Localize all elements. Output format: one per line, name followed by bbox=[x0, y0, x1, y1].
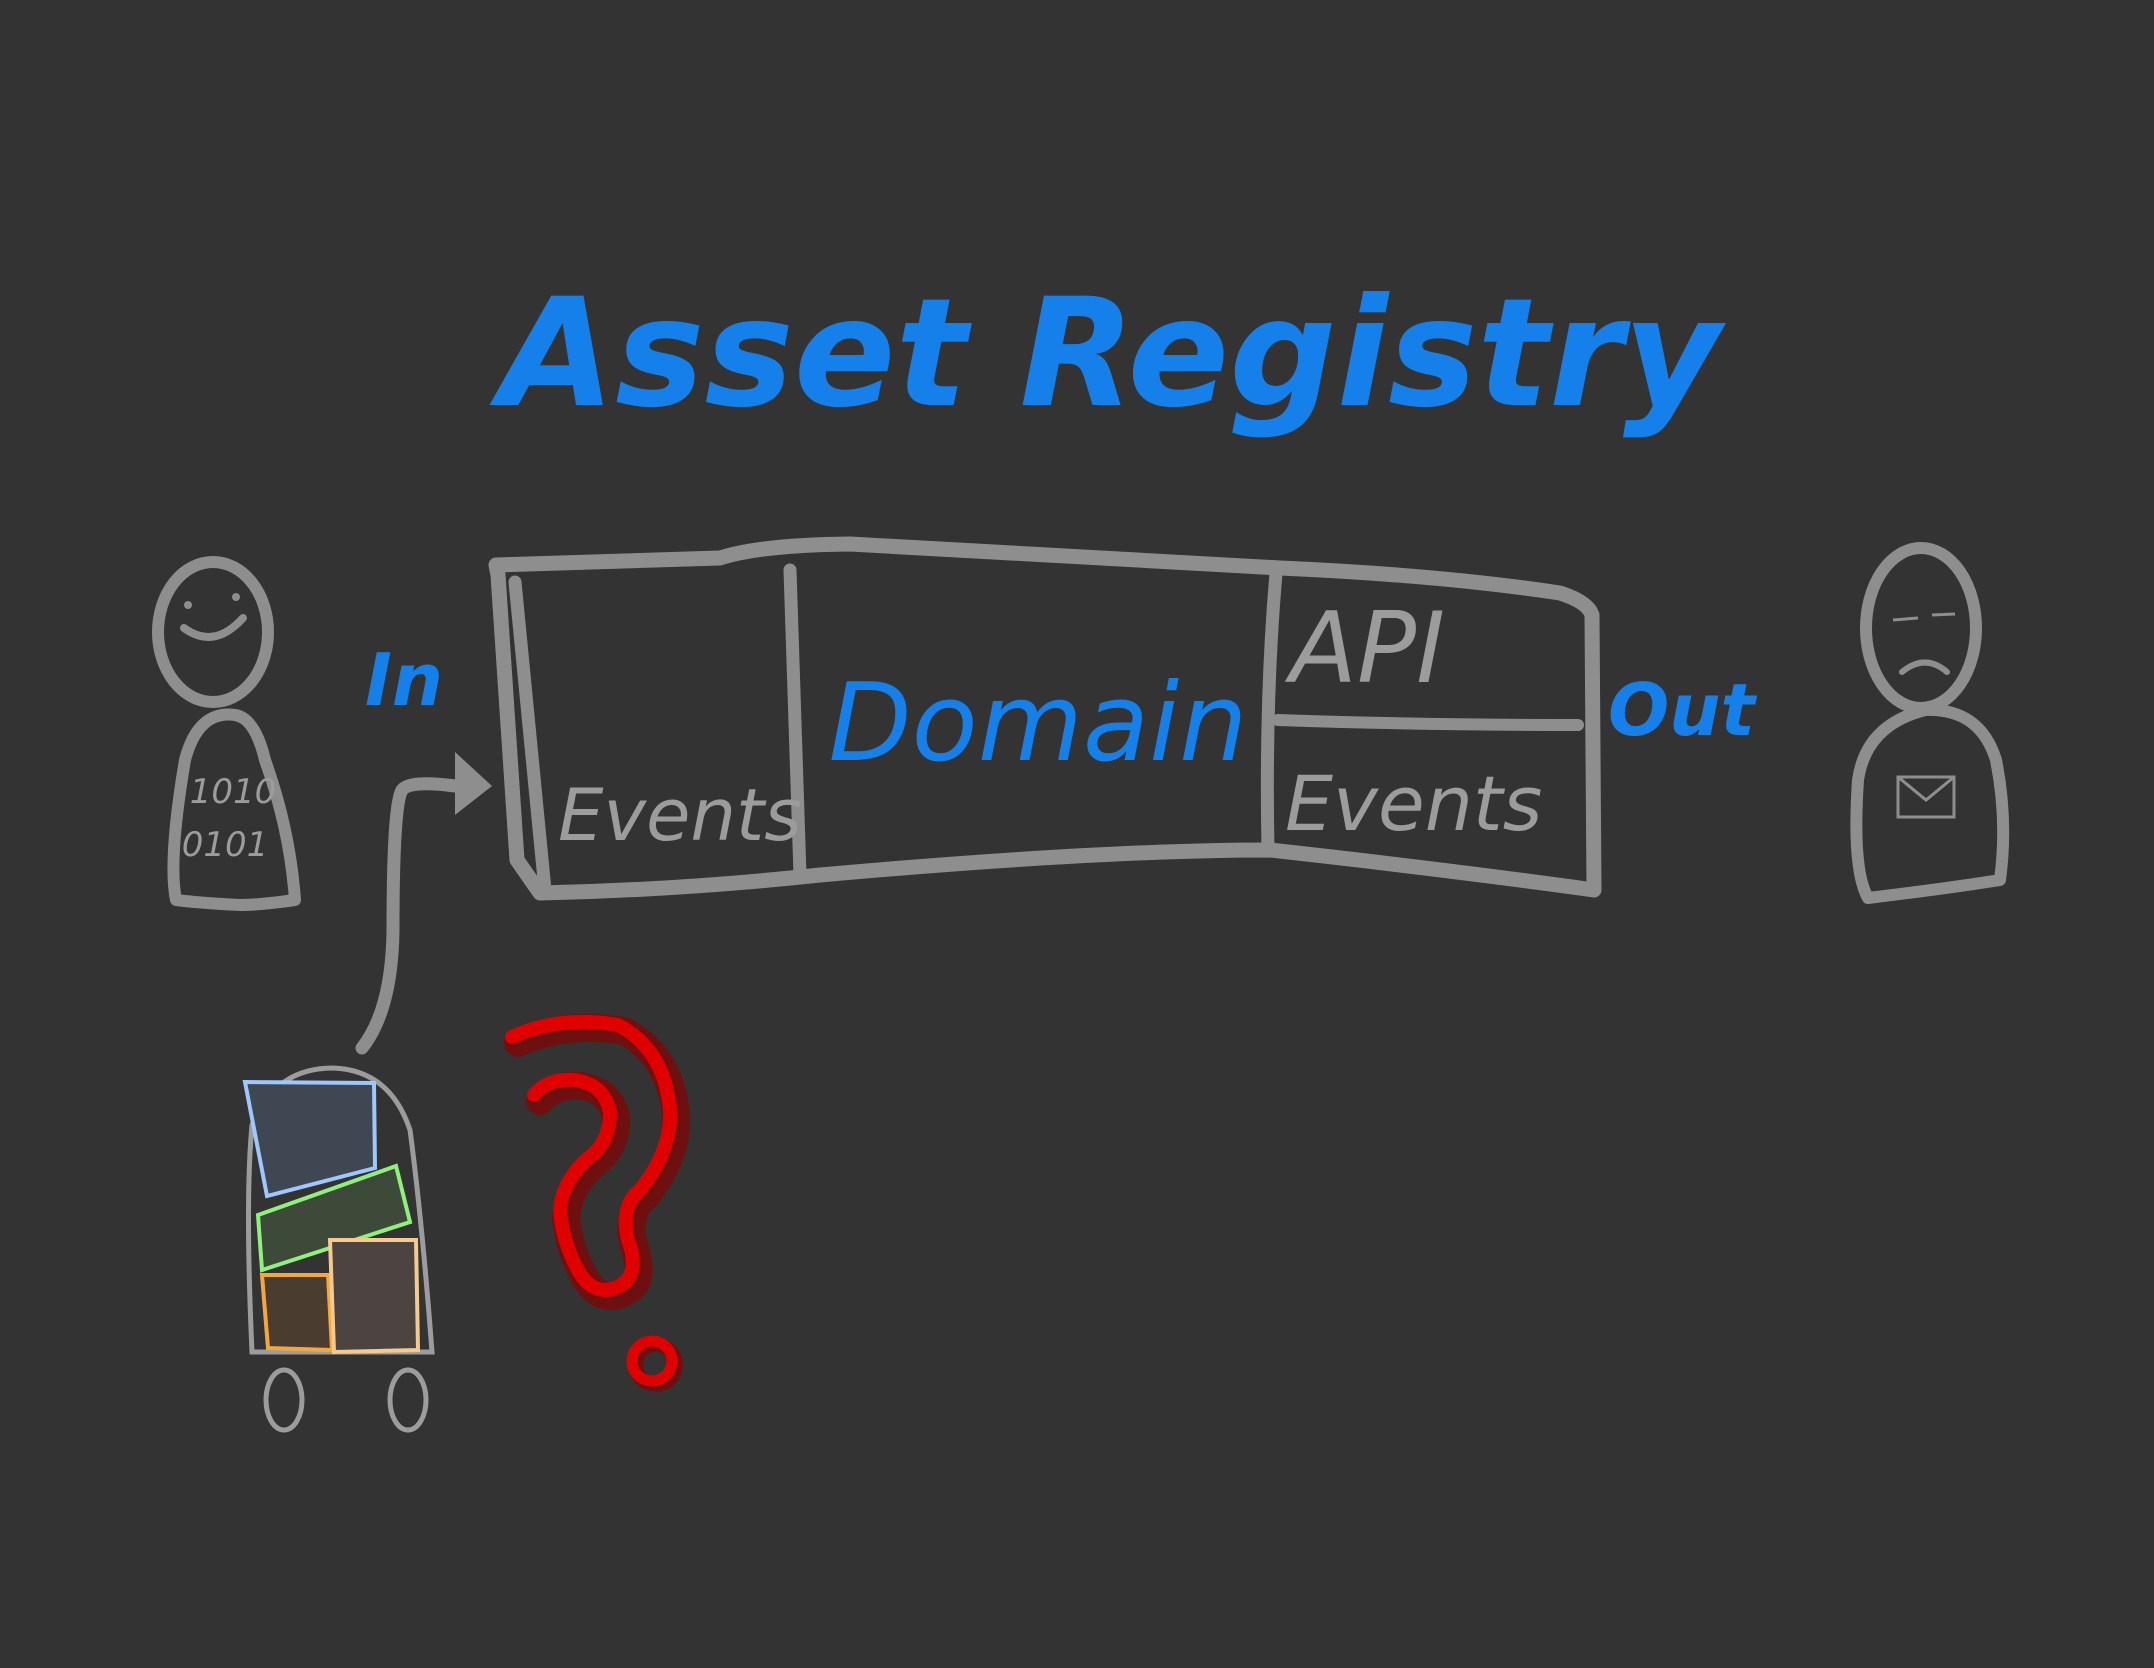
cart-icon bbox=[242, 1065, 435, 1433]
frown-face-icon bbox=[1860, 542, 1982, 714]
smiley-face-icon bbox=[152, 556, 274, 708]
in-label: In bbox=[365, 638, 443, 722]
api-label: API bbox=[1284, 592, 1445, 706]
service-box bbox=[488, 536, 1602, 901]
diagram-title: Asset Registry bbox=[489, 267, 1727, 441]
out-label: Out bbox=[1608, 668, 1757, 752]
output-events-label: Events bbox=[1285, 759, 1542, 848]
input-events-label: Events bbox=[558, 773, 802, 857]
domain-label: Domain bbox=[828, 661, 1247, 786]
arrow-icon bbox=[355, 777, 482, 1055]
consumer-figure bbox=[1850, 542, 2010, 904]
producer-figure: 1010 0101 bbox=[152, 556, 301, 911]
envelope-icon bbox=[1896, 775, 1956, 819]
question-mark-icon bbox=[504, 1013, 691, 1392]
binary-text-line1: 1010 bbox=[190, 772, 277, 812]
binary-text-line2: 0101 bbox=[182, 825, 269, 865]
